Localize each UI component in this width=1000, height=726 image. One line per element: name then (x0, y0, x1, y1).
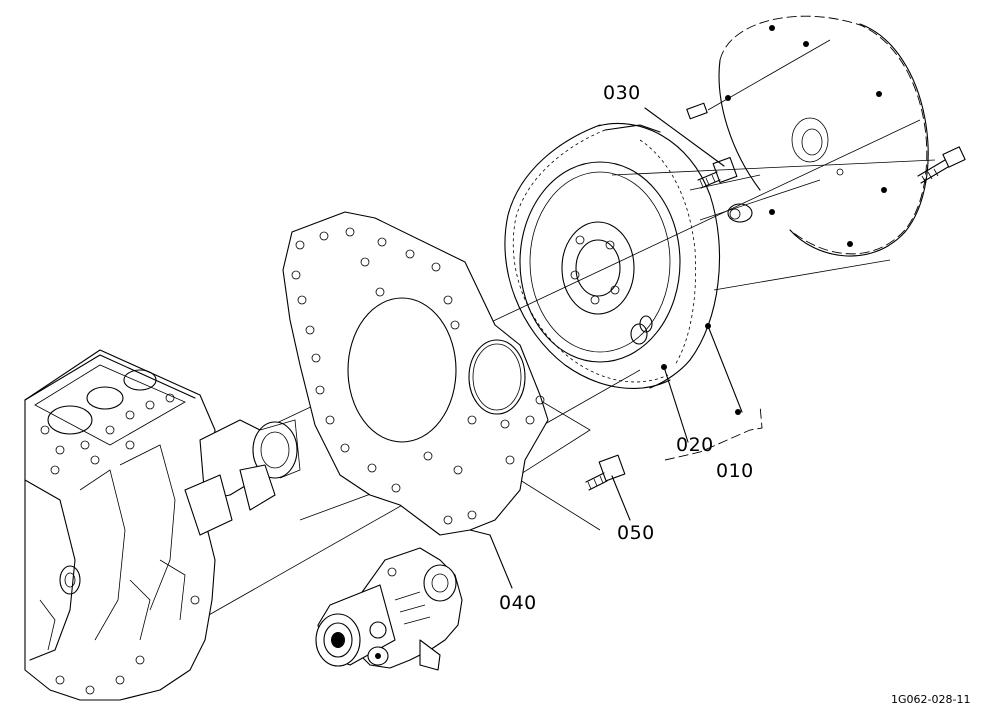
flywheel (504, 122, 721, 389)
label-030: 030 (603, 82, 641, 104)
cylinder-head-holes (40, 369, 175, 475)
label-010: 010 (716, 460, 754, 482)
flywheel-bolt (697, 156, 738, 189)
starter-motor (315, 547, 463, 671)
flex-plate-bolt (917, 146, 966, 184)
figure-reference-code: 1G062-028-11 (891, 693, 971, 706)
plate-bolt-holes (291, 227, 545, 525)
dowel-pin (686, 102, 708, 120)
label-020: 020 (676, 434, 714, 456)
plate-bolt (585, 454, 626, 491)
crankshaft (184, 419, 301, 536)
label-040: 040 (499, 592, 537, 614)
rear-end-plate (282, 211, 549, 536)
engine-block (24, 349, 216, 701)
flex-plate (718, 15, 929, 257)
label-050: 050 (617, 522, 655, 544)
leader-lines (469, 107, 763, 589)
